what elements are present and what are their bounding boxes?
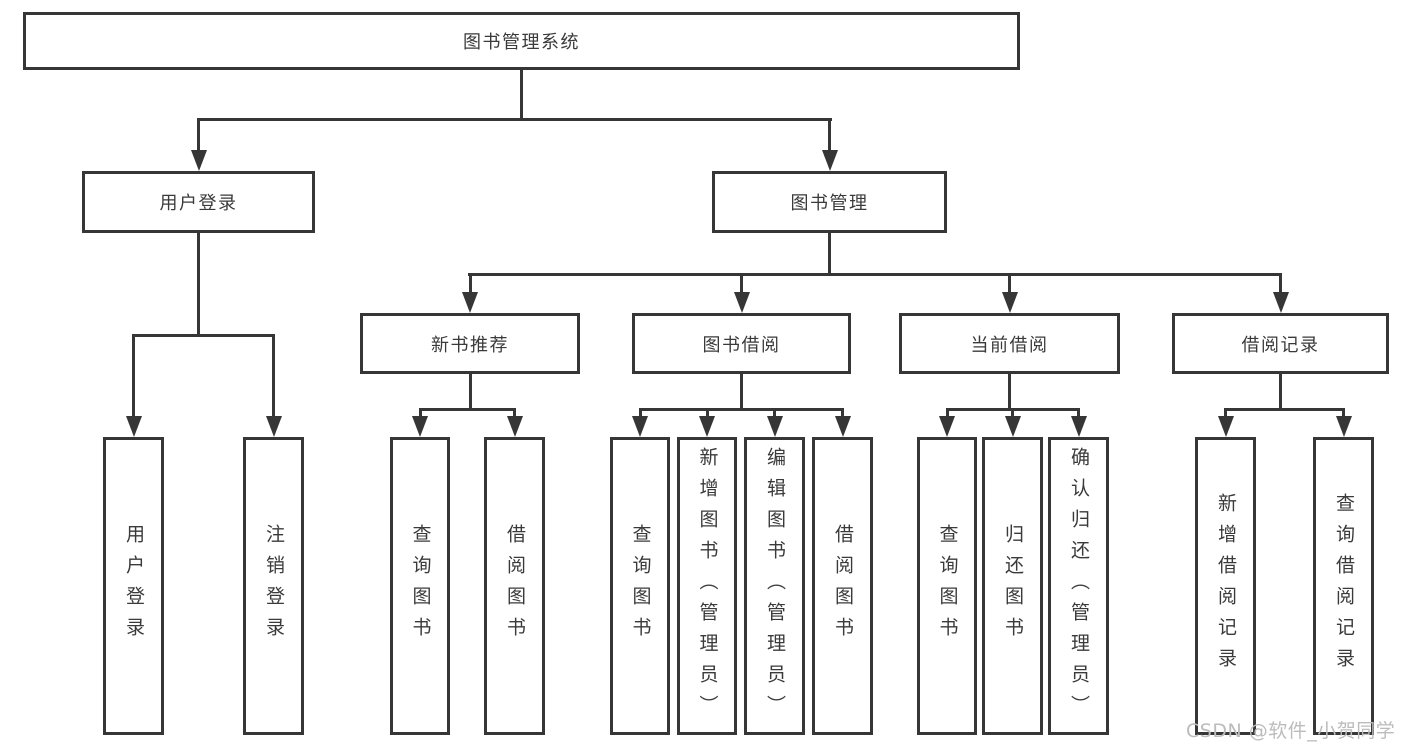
connector-line: [520, 70, 523, 121]
node-label: 新书推荐: [431, 334, 509, 356]
arrowhead-down-icon: [190, 150, 207, 171]
leaf-query-borrow-record: 查询借阅记录: [1313, 437, 1374, 735]
node-label: 查询图书: [409, 524, 432, 648]
connector-line: [740, 273, 743, 294]
leaf-confirm-return-admin: 确认归还（管理员）: [1048, 437, 1109, 735]
arrowhead-down-icon: [265, 416, 282, 437]
node-label: 图书管理: [790, 193, 869, 214]
arrowhead-down-icon: [632, 416, 648, 437]
connector-line: [1011, 408, 1014, 418]
arrowhead-down-icon: [125, 416, 142, 437]
connector-line: [197, 118, 200, 152]
arrowhead-down-icon: [1004, 416, 1021, 437]
arrowhead-down-icon: [699, 416, 715, 437]
leaf-add-book-admin: 新增图书（管理员）: [677, 437, 737, 735]
connector-line: [197, 233, 200, 337]
node-label: 图书管理系统: [463, 32, 580, 53]
arrowhead-down-icon: [462, 292, 478, 313]
connector-line: [197, 118, 832, 121]
arrowhead-down-icon: [1335, 416, 1352, 437]
connector-line: [638, 408, 642, 418]
leaf-return-books: 归还图书: [982, 437, 1043, 735]
connector-line: [705, 408, 709, 418]
node-label: 用户登录: [159, 193, 238, 214]
arrowhead-down-icon: [733, 292, 750, 313]
arrowhead-down-icon: [1272, 292, 1289, 313]
connector-line: [1077, 408, 1080, 418]
node-label: 借阅图书: [832, 524, 854, 648]
arrowhead-down-icon: [766, 416, 783, 437]
arrowhead-down-icon: [1070, 416, 1087, 437]
node-borrow-records: 借阅记录: [1172, 313, 1389, 374]
connector-line: [418, 408, 516, 411]
node-label: 图书借阅: [702, 334, 781, 356]
node-label: 当前借阅: [970, 334, 1049, 356]
connector-line: [468, 374, 472, 411]
connector-line: [418, 408, 422, 418]
arrowhead-down-icon: [821, 150, 838, 171]
leaf-borrow-books: 借阅图书: [812, 437, 873, 735]
watermark: CSDN @软件_小贺同学: [1186, 720, 1396, 742]
leaf-user-login: 用户登录: [103, 437, 164, 735]
node-label: 借阅记录: [1241, 334, 1320, 356]
arrowhead-down-icon: [506, 416, 523, 437]
arrowhead-down-icon: [939, 416, 955, 437]
arrowhead-down-icon: [412, 416, 428, 437]
connector-line: [740, 374, 743, 411]
connector-line: [1008, 374, 1011, 411]
node-root: 图书管理系统: [23, 12, 1020, 70]
node-book-borrow: 图书借阅: [632, 313, 851, 374]
connector-line: [1342, 408, 1345, 418]
leaf-query-books-current: 查询图书: [917, 437, 977, 735]
leaf-edit-book-admin: 编辑图书（管理员）: [744, 437, 805, 735]
connector-line: [773, 408, 776, 418]
node-label: 查询图书: [629, 524, 652, 648]
leaf-borrow-books-recommend: 借阅图书: [484, 437, 545, 735]
connector-line: [468, 273, 472, 294]
connector-line: [828, 118, 831, 152]
node-label: 新增图书（管理员）: [696, 446, 719, 726]
connector-line: [1224, 408, 1345, 411]
connector-line: [272, 334, 275, 418]
arrowhead-down-icon: [1001, 292, 1018, 313]
connector-line: [1279, 273, 1282, 294]
connector-line: [1224, 408, 1227, 418]
node-label: 借阅图书: [504, 524, 526, 648]
connector-line: [945, 408, 949, 418]
arrowhead-down-icon: [1217, 416, 1234, 437]
node-new-book-recommend: 新书推荐: [360, 313, 580, 374]
node-label: 新增借阅记录: [1215, 493, 1237, 679]
node-label: 编辑图书（管理员）: [764, 446, 786, 726]
connector-line: [1008, 273, 1011, 294]
leaf-logout: 注销登录: [243, 437, 304, 735]
node-current-borrow: 当前借阅: [899, 313, 1120, 374]
connector-line: [132, 334, 135, 418]
connector-line: [1279, 374, 1282, 411]
node-label: 用户登录: [123, 524, 145, 648]
leaf-add-borrow-record: 新增借阅记录: [1195, 437, 1256, 735]
connector-line: [513, 408, 516, 418]
node-label: 确认归还（管理员）: [1068, 446, 1090, 726]
node-user-login: 用户登录: [82, 171, 315, 233]
connector-line: [132, 334, 275, 337]
connector-line: [828, 233, 831, 276]
leaf-query-books-borrow: 查询图书: [610, 437, 670, 735]
connector-line: [841, 408, 844, 418]
node-label: 查询图书: [936, 524, 959, 648]
node-label: 归还图书: [1002, 524, 1024, 648]
connector-line: [468, 273, 1282, 276]
node-book-management: 图书管理: [712, 171, 947, 233]
node-label: 查询借阅记录: [1333, 493, 1355, 679]
connector-line: [638, 408, 844, 411]
arrowhead-down-icon: [834, 416, 851, 437]
leaf-query-books-recommend: 查询图书: [390, 437, 450, 735]
node-label: 注销登录: [263, 524, 285, 648]
